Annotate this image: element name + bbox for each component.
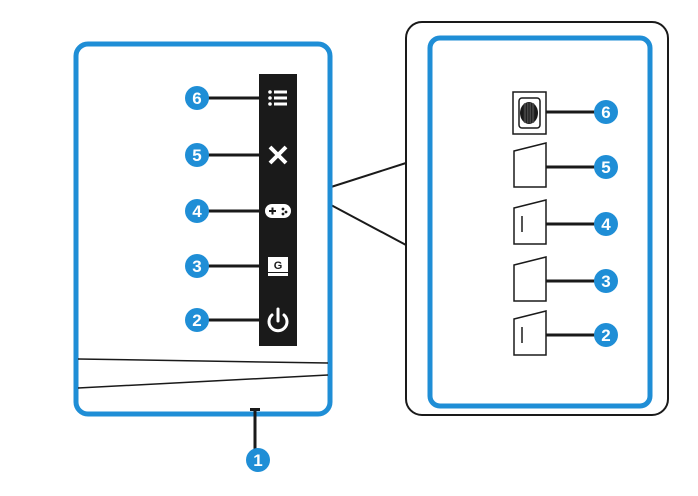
side-control-2[interactable]: 2 bbox=[513, 310, 618, 356]
callout-6: 6 bbox=[185, 86, 209, 110]
side-callout-5-number: 5 bbox=[601, 158, 610, 177]
callout-3-number: 3 bbox=[192, 257, 201, 276]
zoom-connector-lower bbox=[330, 204, 407, 246]
side-callout-4: 4 bbox=[594, 212, 618, 236]
side-callout-2: 2 bbox=[594, 323, 618, 347]
side-control-column: 6 5 4 3 2 bbox=[512, 91, 618, 356]
button-icon bbox=[513, 199, 547, 245]
callout-1: 1 bbox=[246, 448, 270, 472]
front-button-4[interactable]: 4 bbox=[185, 199, 291, 223]
side-callout-4-number: 4 bbox=[601, 215, 611, 234]
front-button-6[interactable]: 6 bbox=[185, 86, 287, 110]
button-icon bbox=[513, 310, 547, 356]
side-control-6[interactable]: 6 bbox=[512, 91, 618, 135]
button-icon bbox=[513, 256, 547, 302]
bezel-line-bottom bbox=[77, 374, 329, 389]
side-zoom-panel: 6 5 4 3 2 bbox=[405, 21, 669, 416]
side-control-3[interactable]: 3 bbox=[513, 256, 618, 302]
callout-4: 4 bbox=[185, 199, 209, 223]
side-callout-6-number: 6 bbox=[601, 103, 610, 122]
zoom-connector-upper bbox=[330, 162, 407, 188]
callout-4-number: 4 bbox=[192, 202, 202, 221]
bezel-line-top bbox=[77, 358, 329, 364]
side-callout-5: 5 bbox=[594, 155, 618, 179]
front-button-5[interactable]: 5 bbox=[185, 143, 288, 167]
gameplus-glyph: G bbox=[274, 260, 283, 272]
power-indicator-led bbox=[250, 408, 260, 411]
gameplus-icon: G bbox=[268, 257, 288, 276]
side-callout-3: 3 bbox=[594, 269, 618, 293]
callout-5: 5 bbox=[185, 143, 209, 167]
side-callout-3-number: 3 bbox=[601, 272, 610, 291]
close-icon bbox=[268, 145, 288, 165]
side-callout-6: 6 bbox=[594, 100, 618, 124]
callout-5-number: 5 bbox=[192, 146, 201, 165]
side-control-5[interactable]: 5 bbox=[513, 142, 618, 188]
menu-icon bbox=[268, 90, 287, 106]
callout-2-number: 2 bbox=[192, 311, 201, 330]
callout-1-number: 1 bbox=[253, 451, 262, 470]
front-button-2[interactable]: 2 bbox=[185, 307, 289, 333]
joystick-icon bbox=[512, 91, 547, 135]
side-control-4[interactable]: 4 bbox=[513, 199, 618, 245]
button-icon bbox=[513, 142, 547, 188]
callout-6-number: 6 bbox=[192, 89, 201, 108]
callout-3: 3 bbox=[185, 254, 209, 278]
gamepad-icon bbox=[265, 204, 291, 218]
callout-2: 2 bbox=[185, 308, 209, 332]
side-callout-2-number: 2 bbox=[601, 326, 610, 345]
power-icon bbox=[267, 307, 289, 333]
